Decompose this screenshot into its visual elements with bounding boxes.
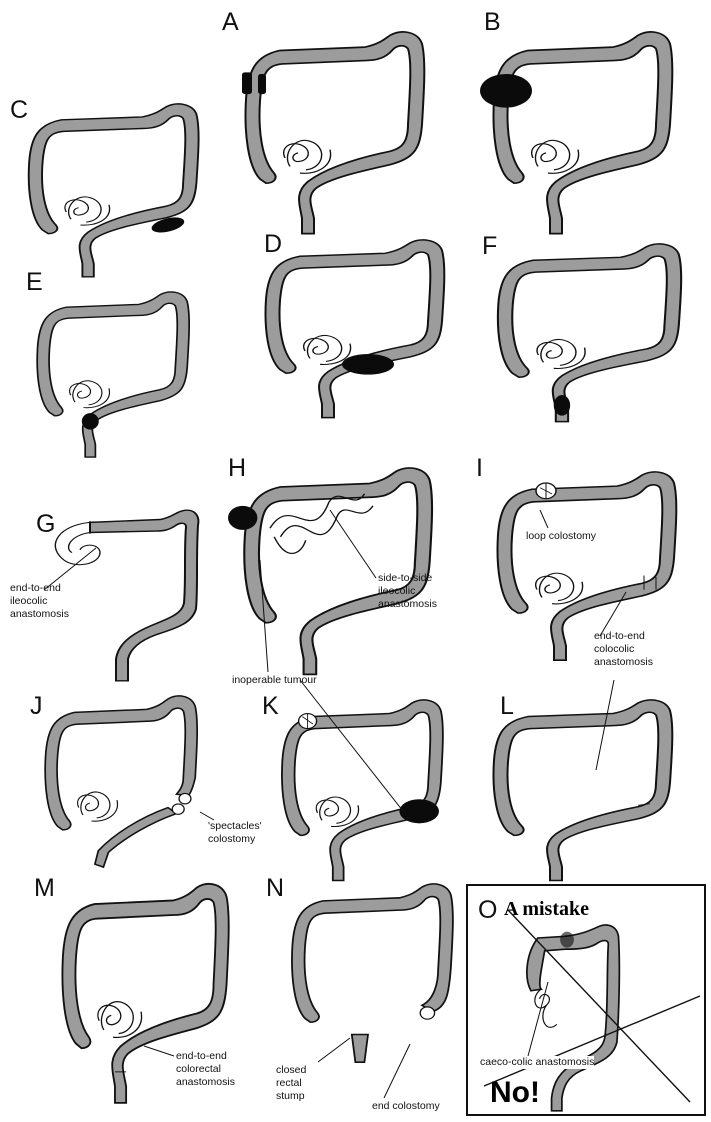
label-m-colorectal: end-to-end colorectal anastomosis bbox=[176, 1050, 235, 1089]
panel-label-g: G bbox=[36, 512, 55, 537]
panel-c-diagram bbox=[14, 104, 254, 324]
panel-d-diagram bbox=[250, 240, 490, 460]
panel-m-diagram bbox=[48, 884, 288, 1104]
label-inoperable-tumour: inoperable tumour bbox=[232, 674, 317, 687]
panel-o-frame: O A mistake caeco-colic anastomosis No! bbox=[466, 884, 706, 1116]
label-h-side-to-side: side-to-side ileocolic anastomosis bbox=[378, 572, 437, 611]
panel-f-diagram bbox=[482, 244, 711, 464]
no-exclamation: No! bbox=[490, 1076, 540, 1110]
label-g-ileocolic: end-to-end ileocolic anastomosis bbox=[10, 582, 69, 621]
label-i-colocolic: end-to-end colocolic anastomosis bbox=[594, 630, 653, 669]
panel-b-diagram bbox=[478, 32, 711, 252]
label-n-stump: closed rectal stump bbox=[276, 1064, 306, 1103]
label-i-loop-colostomy: loop colostomy bbox=[526, 530, 596, 543]
panel-j-diagram bbox=[32, 696, 272, 916]
label-o-caeco-colic: caeco-colic anastomosis bbox=[480, 1056, 594, 1069]
label-j-spectacles: 'spectacles' colostomy bbox=[208, 820, 262, 846]
label-n-end-colostomy: end colostomy bbox=[372, 1100, 440, 1113]
panel-a-diagram bbox=[230, 32, 470, 252]
